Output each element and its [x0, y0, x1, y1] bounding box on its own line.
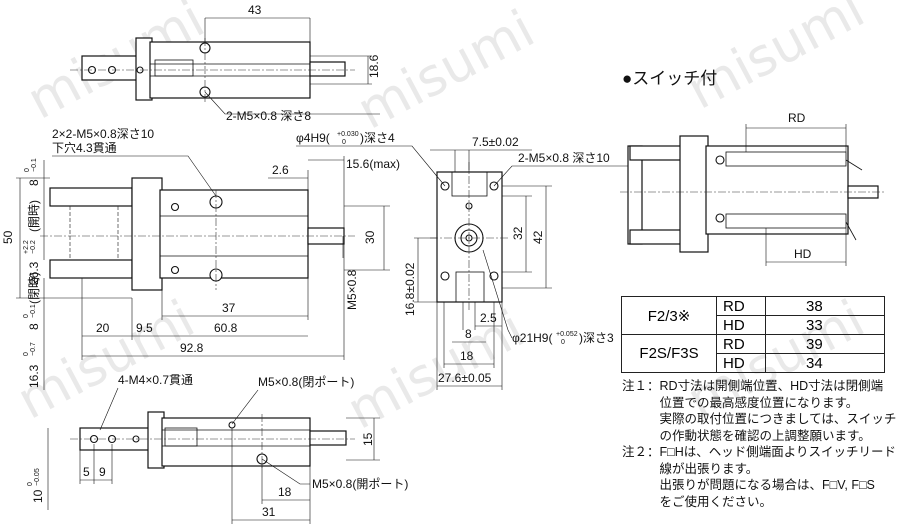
note-item: 注１： RD寸法は開側端位置、HD寸法は閉側端 位置での最高感度位置になります。…	[622, 378, 898, 444]
note-tag: 注１：	[622, 379, 660, 393]
dim-27-6: 27.6±0.05	[438, 371, 492, 385]
dim-8-bottom: 8	[27, 323, 41, 330]
svg-text:−0.7: −0.7	[30, 342, 37, 356]
svg-text:−0.1: −0.1	[31, 158, 38, 172]
dim-31: 31	[262, 505, 276, 519]
notes-block: 注１： RD寸法は開側端位置、HD寸法は閉側端 位置での最高感度位置になります。…	[622, 378, 898, 510]
table-value-cell: 34	[765, 353, 885, 373]
dim-8-top: 8	[27, 179, 41, 186]
table-group-cell: F2S/F3S	[621, 334, 717, 373]
svg-text:(閉時): (閉時)	[27, 272, 41, 304]
dim-9-5: 9.5	[136, 321, 153, 335]
dim-10: 10	[31, 489, 45, 503]
svg-text:0: 0	[342, 139, 346, 146]
svg-text:+0.030: +0.030	[337, 131, 359, 138]
side-port-label: M5×0.8	[345, 269, 359, 310]
svg-text:)深さ4: )深さ4	[360, 131, 395, 145]
top-thread-label: 2-M5×0.8 深さ8	[226, 109, 311, 123]
table-key-cell: RD	[716, 296, 766, 316]
dim-60-8: 60.8	[214, 321, 238, 335]
bore-label-bottom: φ21H9(	[512, 331, 552, 345]
switch-view: RD HD	[620, 111, 885, 266]
table-key-cell: HD	[716, 315, 766, 335]
dim-37: 37	[222, 301, 236, 315]
dim-92-8: 92.8	[180, 341, 204, 355]
note-line: 位置での最高感度位置になります。	[659, 395, 859, 410]
note-line: の作動状態を確認の上調整願います。	[659, 428, 871, 443]
table-row: F2S/F3S RD 39	[621, 334, 885, 373]
svg-text:0: 0	[27, 482, 34, 486]
end-thread-label: 2-M5×0.8 深さ10	[518, 151, 610, 165]
table-group-cell: F2/3※	[621, 296, 717, 335]
note-line: 実際の取付位置につきましては、スイッチ	[659, 412, 897, 426]
dim-16-8: 16.8±0.02	[403, 262, 417, 316]
side-thread-label-2: 下穴4.3貫通	[52, 140, 117, 155]
dim-15-6-max: 15.6(max)	[346, 157, 400, 171]
switch-dimension-table: F2/3※ RD 38 HD 33 F2S/F3S RD 39 HD 34	[621, 296, 885, 373]
end-view: φ4H9( +0.030 0 )深さ4 7.5±0.02 2-M5×0.8 深さ…	[296, 131, 634, 390]
svg-text:misumi: misumi	[8, 289, 204, 431]
dim-16-3: 16.3	[27, 364, 41, 388]
top-view: 43 18.6 2-M5×0.8 深さ8	[70, 3, 381, 123]
dim-50: 50	[1, 230, 15, 244]
side-view: 2×2-M5×0.8深さ10 下穴4.3貫通 50 8 0 −0.1 26.3 …	[1, 127, 400, 390]
note-line: RD寸法は開側端位置、HD寸法は閉側端	[659, 379, 884, 393]
dim-32: 32	[511, 226, 525, 240]
dim-26-3: 26.3	[27, 261, 41, 285]
switch-section-title: ●スイッチ付	[622, 69, 718, 88]
note-tag: 注２：	[622, 445, 660, 459]
bottom-thread-label: 4-M4×0.7貫通	[118, 373, 193, 387]
dim-7-5: 7.5±0.02	[472, 135, 519, 149]
svg-text:0: 0	[24, 168, 31, 172]
dim-5: 5	[83, 465, 90, 479]
svg-text:−0.1: −0.1	[30, 304, 37, 318]
dim-42: 42	[531, 230, 545, 244]
svg-text:−0.05: −0.05	[34, 468, 41, 486]
svg-text:(開時): (開時)	[27, 200, 41, 232]
dim-9: 9	[99, 465, 106, 479]
dim-18-bottom: 18	[278, 485, 292, 499]
switch-rd-label: RD	[788, 111, 806, 125]
dim-15: 15	[361, 432, 375, 446]
dim-2-5: 2.5	[480, 311, 497, 325]
svg-text:+0.052: +0.052	[556, 331, 578, 338]
table-row: HD 33	[622, 315, 885, 335]
dim-18-end: 18	[460, 349, 474, 363]
svg-text:misumi: misumi	[678, 0, 874, 121]
dim-30: 30	[363, 230, 377, 244]
dim-8-end: 8	[465, 327, 472, 341]
bottom-port-closed: M5×0.8(閉ポート)	[258, 375, 354, 389]
svg-text:0: 0	[23, 352, 30, 356]
bore-label-top: φ4H9(	[296, 131, 330, 145]
svg-text:)深さ3: )深さ3	[579, 331, 614, 345]
svg-text:misumi: misumi	[338, 299, 534, 441]
table-key-cell: HD	[716, 353, 766, 373]
note-line: 線が出張ります。	[659, 461, 759, 476]
side-thread-label-1: 2×2-M5×0.8深さ10	[52, 127, 154, 141]
note-line: 出張りが問題になる場合は、F□V, F□S	[659, 478, 875, 492]
bottom-view: 4-M4×0.7貫通 M5×0.8(閉ポート) 15 10 0 −0.05 5 …	[27, 373, 408, 524]
svg-text:−0.2: −0.2	[30, 240, 37, 254]
svg-text:0: 0	[23, 314, 30, 318]
svg-text:0: 0	[561, 339, 565, 346]
note-line: をご使用ください。	[659, 494, 773, 509]
note-line: F□Hは、ヘッド側端面よりスイッチリード	[659, 445, 896, 459]
dim-18-6: 18.6	[367, 54, 381, 78]
table-row: HD 34	[622, 353, 885, 373]
table-value-cell: 39	[765, 334, 885, 354]
note-item: 注２： F□Hは、ヘッド側端面よりスイッチリード 線が出張ります。 出張りが問題…	[622, 444, 898, 510]
dim-43: 43	[248, 3, 262, 17]
table-value-cell: 33	[765, 315, 885, 335]
table-value-cell: 38	[765, 296, 885, 316]
dim-20: 20	[96, 321, 110, 335]
svg-text:+2.2: +2.2	[23, 240, 30, 254]
dim-2-6: 2.6	[272, 163, 289, 177]
bottom-port-open: M5×0.8(開ポート)	[312, 477, 408, 491]
table-row: F2/3※ RD 38	[621, 296, 885, 335]
table-key-cell: RD	[716, 334, 766, 354]
switch-hd-label: HD	[794, 247, 812, 261]
